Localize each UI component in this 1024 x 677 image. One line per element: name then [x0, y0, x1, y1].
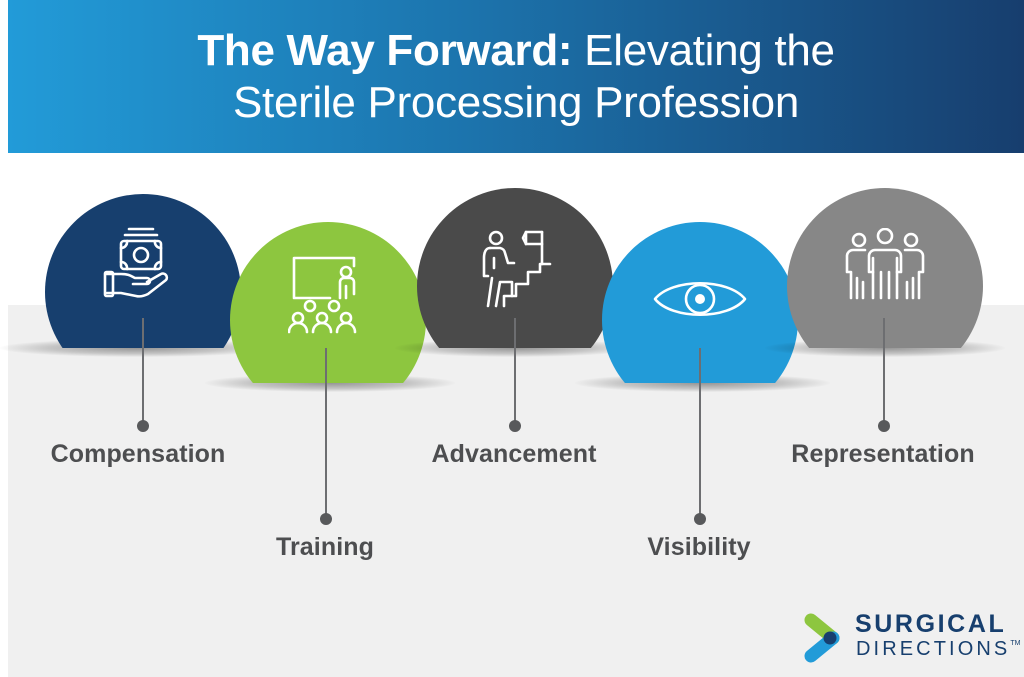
visibility-connector-line — [699, 348, 701, 518]
title-bold-part: The Way Forward: — [197, 25, 573, 75]
compensation-dot — [137, 420, 149, 432]
advancement-dot — [509, 420, 521, 432]
logo-word-surgical: SURGICAL — [855, 610, 1007, 638]
representation-connector-line — [883, 318, 885, 425]
title-line-2: Sterile Processing Profession — [232, 77, 799, 127]
visibility-label: Visibility — [647, 533, 751, 561]
advancement-label: Advancement — [431, 440, 597, 468]
representation-dot — [878, 420, 890, 432]
logo-directions-text: DIRECTIONS — [856, 638, 1011, 660]
compensation-connector-line — [142, 318, 144, 425]
visibility-dot — [694, 513, 706, 525]
advancement-connector-line — [514, 318, 516, 425]
training-label: Training — [275, 533, 375, 561]
title-banner: The Way Forward: Elevating the Sterile P… — [8, 0, 1024, 153]
floor-background — [8, 305, 1024, 677]
training-dome — [230, 222, 426, 383]
training-connector-line — [325, 348, 327, 518]
compensation-label: Compensation — [50, 440, 226, 468]
person-climbing-stairs-flag-icon — [482, 230, 552, 308]
trademark-symbol: TM — [1010, 640, 1021, 647]
representation-label: Representation — [791, 440, 975, 468]
eye-icon — [653, 282, 747, 316]
logo-word-directions: DIRECTIONSTM — [856, 638, 1020, 661]
title-regular-part: Elevating the — [572, 25, 835, 75]
classroom-teacher-icon — [288, 256, 357, 334]
surgical-directions-logo: SURGICAL DIRECTIONSTM — [803, 608, 1020, 664]
chevron-logo-icon — [804, 613, 840, 663]
training-dot — [320, 513, 332, 525]
group-of-people-icon — [845, 228, 925, 300]
representation-dome — [787, 188, 983, 348]
title-line-1: The Way Forward: Elevating the — [197, 25, 835, 77]
money-in-hand-icon — [103, 227, 169, 298]
